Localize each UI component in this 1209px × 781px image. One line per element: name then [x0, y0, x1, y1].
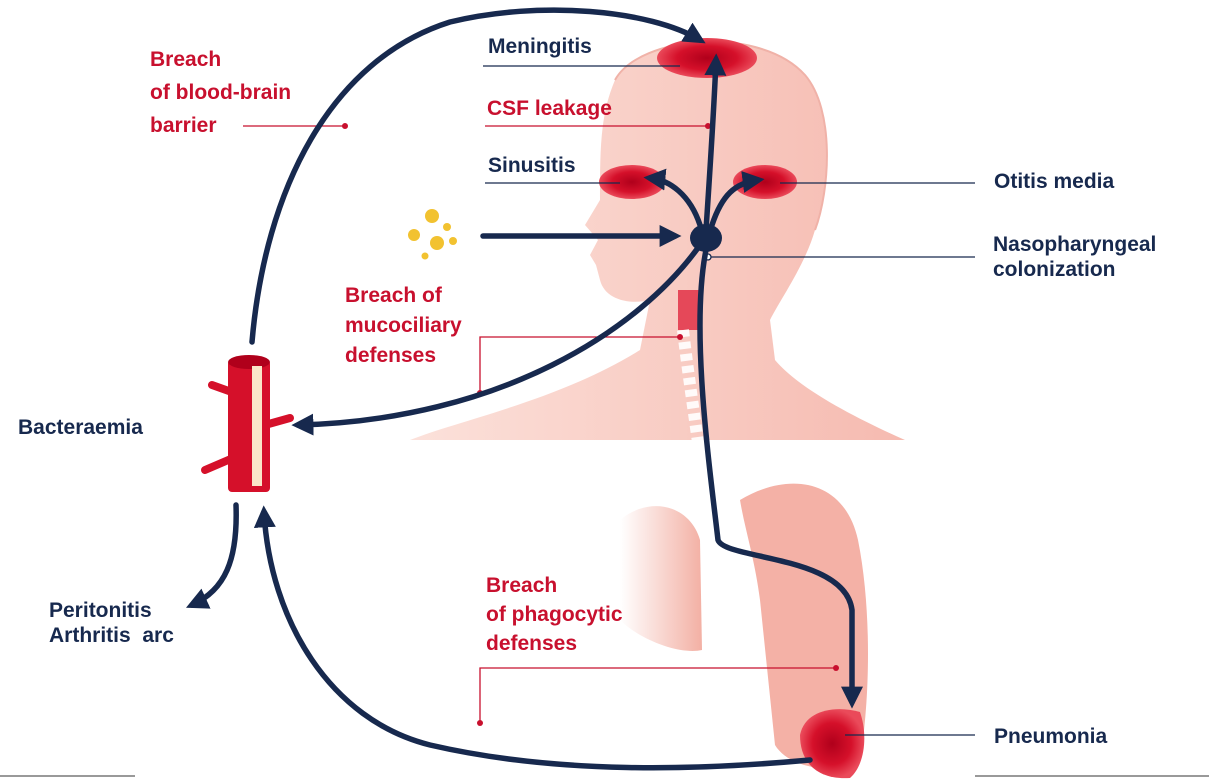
peritonitis-line-1: Peritonitis	[49, 598, 174, 623]
left-lung	[620, 506, 702, 651]
human-silhouette	[410, 42, 905, 769]
nasopharyngeal-label: Nasopharyngeal colonization	[993, 232, 1156, 282]
bacteraemia-label: Bacteraemia	[18, 415, 143, 440]
breach-bbb-label: Breach of blood-brain barrier	[150, 47, 291, 138]
breach-mucociliary-line-2: mucociliary	[345, 313, 462, 338]
breach-mucociliary-line-3: defenses	[345, 343, 462, 368]
blood-vessel-icon	[205, 355, 290, 492]
breach-bbb-line-3: barrier	[150, 113, 291, 138]
breach-phagocytic-line-3: defenses	[486, 631, 623, 656]
arrow-to-peritonitis	[192, 505, 236, 605]
pneumonia-label: Pneumonia	[994, 724, 1107, 749]
breach-mucociliary-label: Breach of mucociliary defenses	[345, 283, 462, 368]
breach-phagocytic-line-1: Breach	[486, 573, 623, 598]
sinusitis-spot	[599, 165, 665, 199]
nasopharyngeal-line-1: Nasopharyngeal	[993, 232, 1156, 257]
head-shape	[410, 42, 905, 440]
peritonitis-label: Peritonitis Arthritis arc	[49, 598, 174, 648]
sinusitis-label: Sinusitis	[488, 153, 576, 178]
throat	[678, 290, 700, 330]
pneumonia-spot	[800, 709, 864, 778]
nasopharyngeal-line-2: colonization	[993, 257, 1156, 282]
meningitis-label: Meningitis	[488, 34, 592, 59]
peritonitis-line-2: Arthritis arc	[49, 623, 174, 648]
breach-mucociliary-line-1: Breach of	[345, 283, 462, 308]
nasopharynx-node	[690, 224, 722, 252]
otitis-media-label: Otitis media	[994, 169, 1114, 194]
breach-phagocytic-line-2: of phagocytic	[486, 602, 623, 627]
breach-phagocytic-label: Breach of phagocytic defenses	[486, 573, 623, 656]
breach-bbb-line-2: of blood-brain	[150, 80, 291, 105]
bacteria-droplets	[408, 209, 457, 260]
csf-leakage-label: CSF leakage	[487, 96, 612, 121]
meningitis-spot	[657, 38, 757, 78]
breach-bbb-line-1: Breach	[150, 47, 291, 72]
